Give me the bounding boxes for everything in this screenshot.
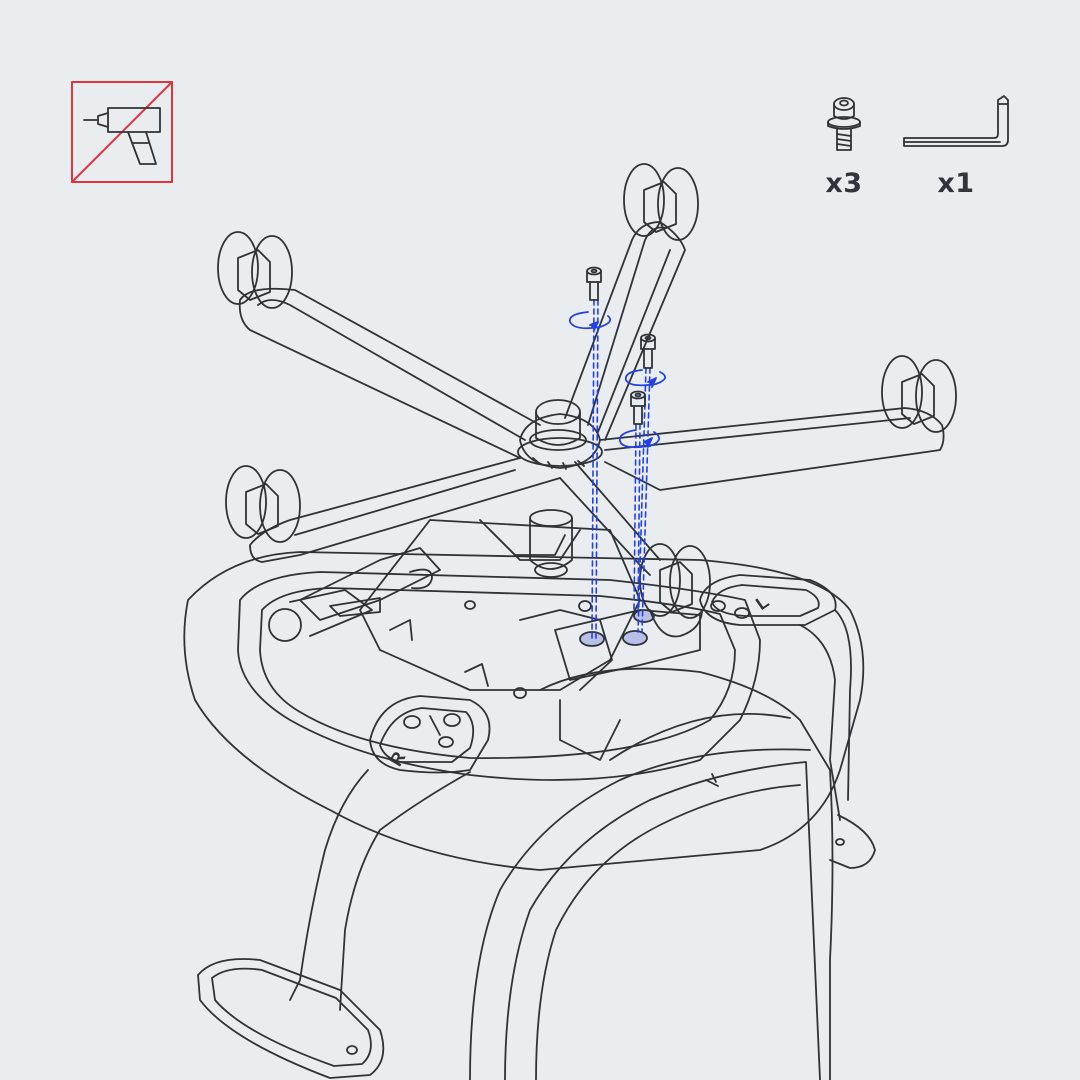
hex-socket-screw-icon (827, 97, 861, 151)
rotate-arrow-icon (618, 429, 660, 449)
armrest-left-label: L (752, 591, 772, 614)
seat-screw-holes (554, 609, 701, 681)
screw-hole (579, 631, 605, 647)
hex-key-quantity: x1 (937, 168, 975, 199)
screw-hole (622, 630, 648, 646)
seat-shell (183, 551, 865, 871)
backrest-frame (469, 667, 834, 1080)
hex-socket-screw-icon (630, 390, 646, 425)
rotate-arrow-icon (624, 369, 666, 387)
screw-guides (568, 299, 666, 639)
hex-socket-screw-icon (640, 333, 656, 369)
caster-right (881, 355, 957, 433)
seat-mechanism (268, 519, 641, 699)
armrest-right (197, 695, 491, 1079)
hex-key-icon (903, 95, 1009, 147)
armrest-left (699, 574, 876, 869)
hex-socket-screw-icon (586, 266, 602, 301)
screws (586, 266, 656, 425)
star-base (238, 221, 945, 576)
gas-cylinder (529, 399, 587, 578)
caster-bottom-left (225, 465, 301, 543)
screw-quantity: x3 (825, 168, 863, 199)
no-power-drill-icon (71, 81, 173, 183)
caster-top-right (623, 163, 699, 241)
rotate-arrow-icon (568, 311, 612, 330)
caster-top-left (217, 231, 293, 309)
caster-front (639, 543, 711, 638)
